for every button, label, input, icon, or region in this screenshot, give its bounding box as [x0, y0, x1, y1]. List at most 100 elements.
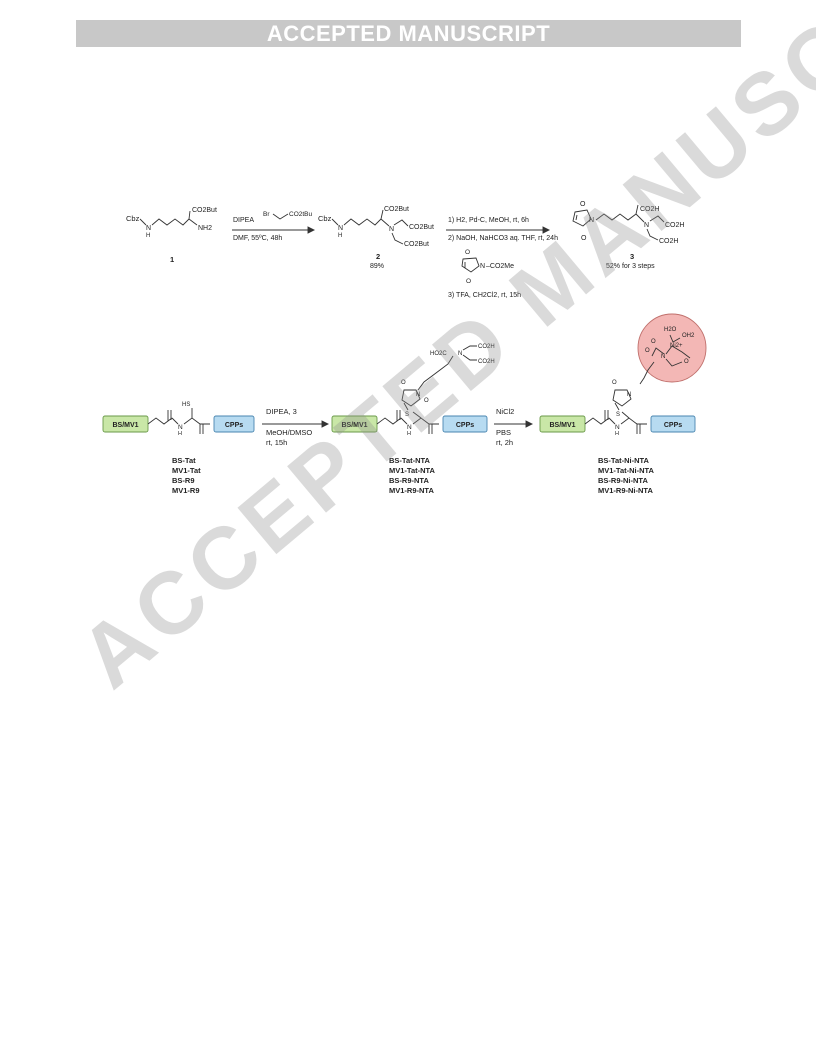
- n-chelate-label: N: [661, 354, 665, 360]
- arrow-2-line-3: rt, 2h: [496, 438, 513, 447]
- hs-label: HS: [182, 402, 190, 408]
- label-mv1-tat: MV1-Tat: [172, 466, 201, 475]
- step-2-line-2: 2) NaOH, NaHCO3 aq. THF, rt, 24h: [448, 235, 558, 242]
- nh-label: N: [338, 225, 343, 232]
- acid-1-label: CO2H: [478, 344, 495, 350]
- compound-3-yield: 52% for 3 steps: [606, 263, 655, 270]
- acid-label: CO2H: [640, 206, 659, 213]
- o-top-label: O: [401, 380, 406, 386]
- compound-3: O N O CO2H N CO2H CO2H 3 52% for 3 steps: [572, 201, 684, 270]
- n-ring-label: N: [416, 392, 420, 398]
- label-mv1-r9: MV1-R9: [172, 486, 200, 495]
- label-bs-r9-nta: BS-R9-NTA: [389, 476, 429, 485]
- bromo-ester-label: CO2tBu: [289, 211, 313, 218]
- h-label: H: [615, 431, 619, 437]
- o-bottom-label: O: [424, 398, 429, 404]
- bs-mv1-label: BS/MV1: [112, 422, 138, 429]
- ester-label: CO2But: [192, 207, 217, 214]
- bs-mv1-label: BS/MV1: [549, 422, 575, 429]
- cbz-label: Cbz: [318, 214, 332, 223]
- cpps-box: [442, 415, 488, 433]
- maleimide-o-bottom: O: [466, 278, 471, 285]
- n-ring-label: N: [589, 217, 594, 224]
- nh-label: N: [146, 225, 151, 232]
- cpps-label: CPPs: [225, 422, 243, 429]
- arrow-1-line-3: rt, 15h: [266, 438, 287, 447]
- ester-label: CO2But: [384, 206, 409, 213]
- ni-nta-conjugate: H2O OH2 Ni2+ N O O O O N S BS/MV1 N H CP…: [539, 313, 707, 495]
- maleimide-n-label: N: [480, 263, 485, 270]
- compound-number-1: 1: [170, 255, 174, 264]
- start-peptide-labels: BS-Tat MV1-Tat BS-R9 MV1-R9: [172, 456, 201, 495]
- arrow-2: NiCl2 PBS rt, 2h: [494, 407, 534, 447]
- o-2-label: O: [645, 348, 650, 354]
- compound-number-3: 3: [630, 252, 634, 261]
- cpps-label: CPPs: [664, 422, 682, 429]
- n-top-label: N: [458, 351, 462, 357]
- step-1-conditions: DMF, 55ºC, 48h: [233, 235, 282, 242]
- accepted-manuscript-banner: ACCEPTED MANUSCRIPT: [76, 20, 741, 47]
- step-2-arrow: 1) H2, Pd-C, MeOH, rt, 6h 2) NaOH, NaHCO…: [446, 217, 558, 299]
- arrow-1: DIPEA, 3 MeOH/DMSO rt, 15h: [262, 407, 330, 447]
- arrow-2-line-1: NiCl2: [496, 407, 514, 416]
- o-top-label: O: [580, 201, 586, 208]
- ni-complex-highlight: [637, 313, 707, 383]
- label-mv1-tat-nta: MV1-Tat-NTA: [389, 466, 436, 475]
- step-2-line-3: 3) TFA, CH2Cl2, rt, 15h: [448, 292, 521, 299]
- o-bottom-label: O: [581, 235, 587, 242]
- ho2c-label: HO2C: [430, 351, 447, 357]
- label-bs-tat-nta: BS-Tat-NTA: [389, 456, 431, 465]
- arrow-2-line-2: PBS: [496, 428, 511, 437]
- s-label: S: [616, 412, 620, 418]
- label-bs-tat: BS-Tat: [172, 456, 196, 465]
- arm-1-label: CO2But: [409, 224, 434, 231]
- dipea-label: DIPEA: [233, 217, 254, 224]
- h-label: H: [178, 431, 182, 437]
- bs-mv1-label: BS/MV1: [341, 422, 367, 429]
- compound-2: Cbz N H CO2But N CO2But CO2But 2 89%: [318, 206, 434, 270]
- arrow-1-line-1: DIPEA, 3: [266, 407, 297, 416]
- nh-label: N: [615, 424, 620, 431]
- arm-2-label: CO2H: [659, 238, 678, 245]
- arrow-1-line-2: MeOH/DMSO: [266, 428, 312, 437]
- o-3-label: O: [684, 359, 689, 365]
- starting-peptide: BS/MV1 N H HS CPPs BS-Tat MV1-Tat BS-R9 …: [102, 402, 255, 495]
- step-2-line-1: 1) H2, Pd-C, MeOH, rt, 6h: [448, 217, 529, 224]
- n-ring-label: N: [627, 392, 631, 398]
- step-1-arrow: DIPEA Br CO2tBu DMF, 55ºC, 48h: [232, 211, 316, 242]
- h-label: H: [146, 233, 150, 239]
- compound-number-2: 2: [376, 252, 380, 261]
- label-bs-tat-ni-nta: BS-Tat-Ni-NTA: [598, 456, 650, 465]
- h-label: H: [407, 431, 411, 437]
- o-ring-label: O: [612, 380, 617, 386]
- acid-2-label: CO2H: [478, 359, 495, 365]
- arm-1-label: CO2H: [665, 222, 684, 229]
- nh-label: N: [178, 424, 183, 431]
- label-mv1-tat-ni-nta: MV1-Tat-Ni-NTA: [598, 466, 655, 475]
- cpps-label: CPPs: [456, 422, 474, 429]
- label-bs-r9-ni-nta: BS-R9-Ni-NTA: [598, 476, 648, 485]
- cpps-box: [650, 415, 696, 433]
- ni-nta-conjugate-labels: BS-Tat-Ni-NTA MV1-Tat-Ni-NTA BS-R9-Ni-NT…: [598, 456, 655, 495]
- amine-label: NH2: [198, 225, 212, 232]
- arm-2-label: CO2But: [404, 241, 429, 248]
- label-mv1-r9-nta: MV1-R9-NTA: [389, 486, 434, 495]
- o-1-label: O: [651, 339, 656, 345]
- cbz-label: Cbz: [126, 214, 140, 223]
- h-label: H: [338, 233, 342, 239]
- n-label: N: [389, 226, 394, 233]
- ni-label: Ni2+: [670, 343, 683, 349]
- label-bs-r9: BS-R9: [172, 476, 195, 485]
- maleimide-substituent: –CO2Me: [486, 263, 514, 270]
- nta-conjugate: HO2C N CO2H CO2H O N O S BS/MV1 N H CPPs…: [331, 344, 495, 495]
- nta-conjugate-labels: BS-Tat-NTA MV1-Tat-NTA BS-R9-NTA MV1-R9-…: [389, 456, 436, 495]
- cpps-box: [213, 415, 255, 433]
- nh-label: N: [407, 424, 412, 431]
- maleimide-o-top: O: [465, 249, 470, 256]
- n-label: N: [644, 222, 649, 229]
- compound-1: Cbz N H CO2But NH2 1: [126, 207, 217, 264]
- compound-2-yield: 89%: [370, 263, 384, 270]
- label-mv1-r9-ni-nta: MV1-R9-Ni-NTA: [598, 486, 653, 495]
- oh2-label: OH2: [682, 333, 695, 339]
